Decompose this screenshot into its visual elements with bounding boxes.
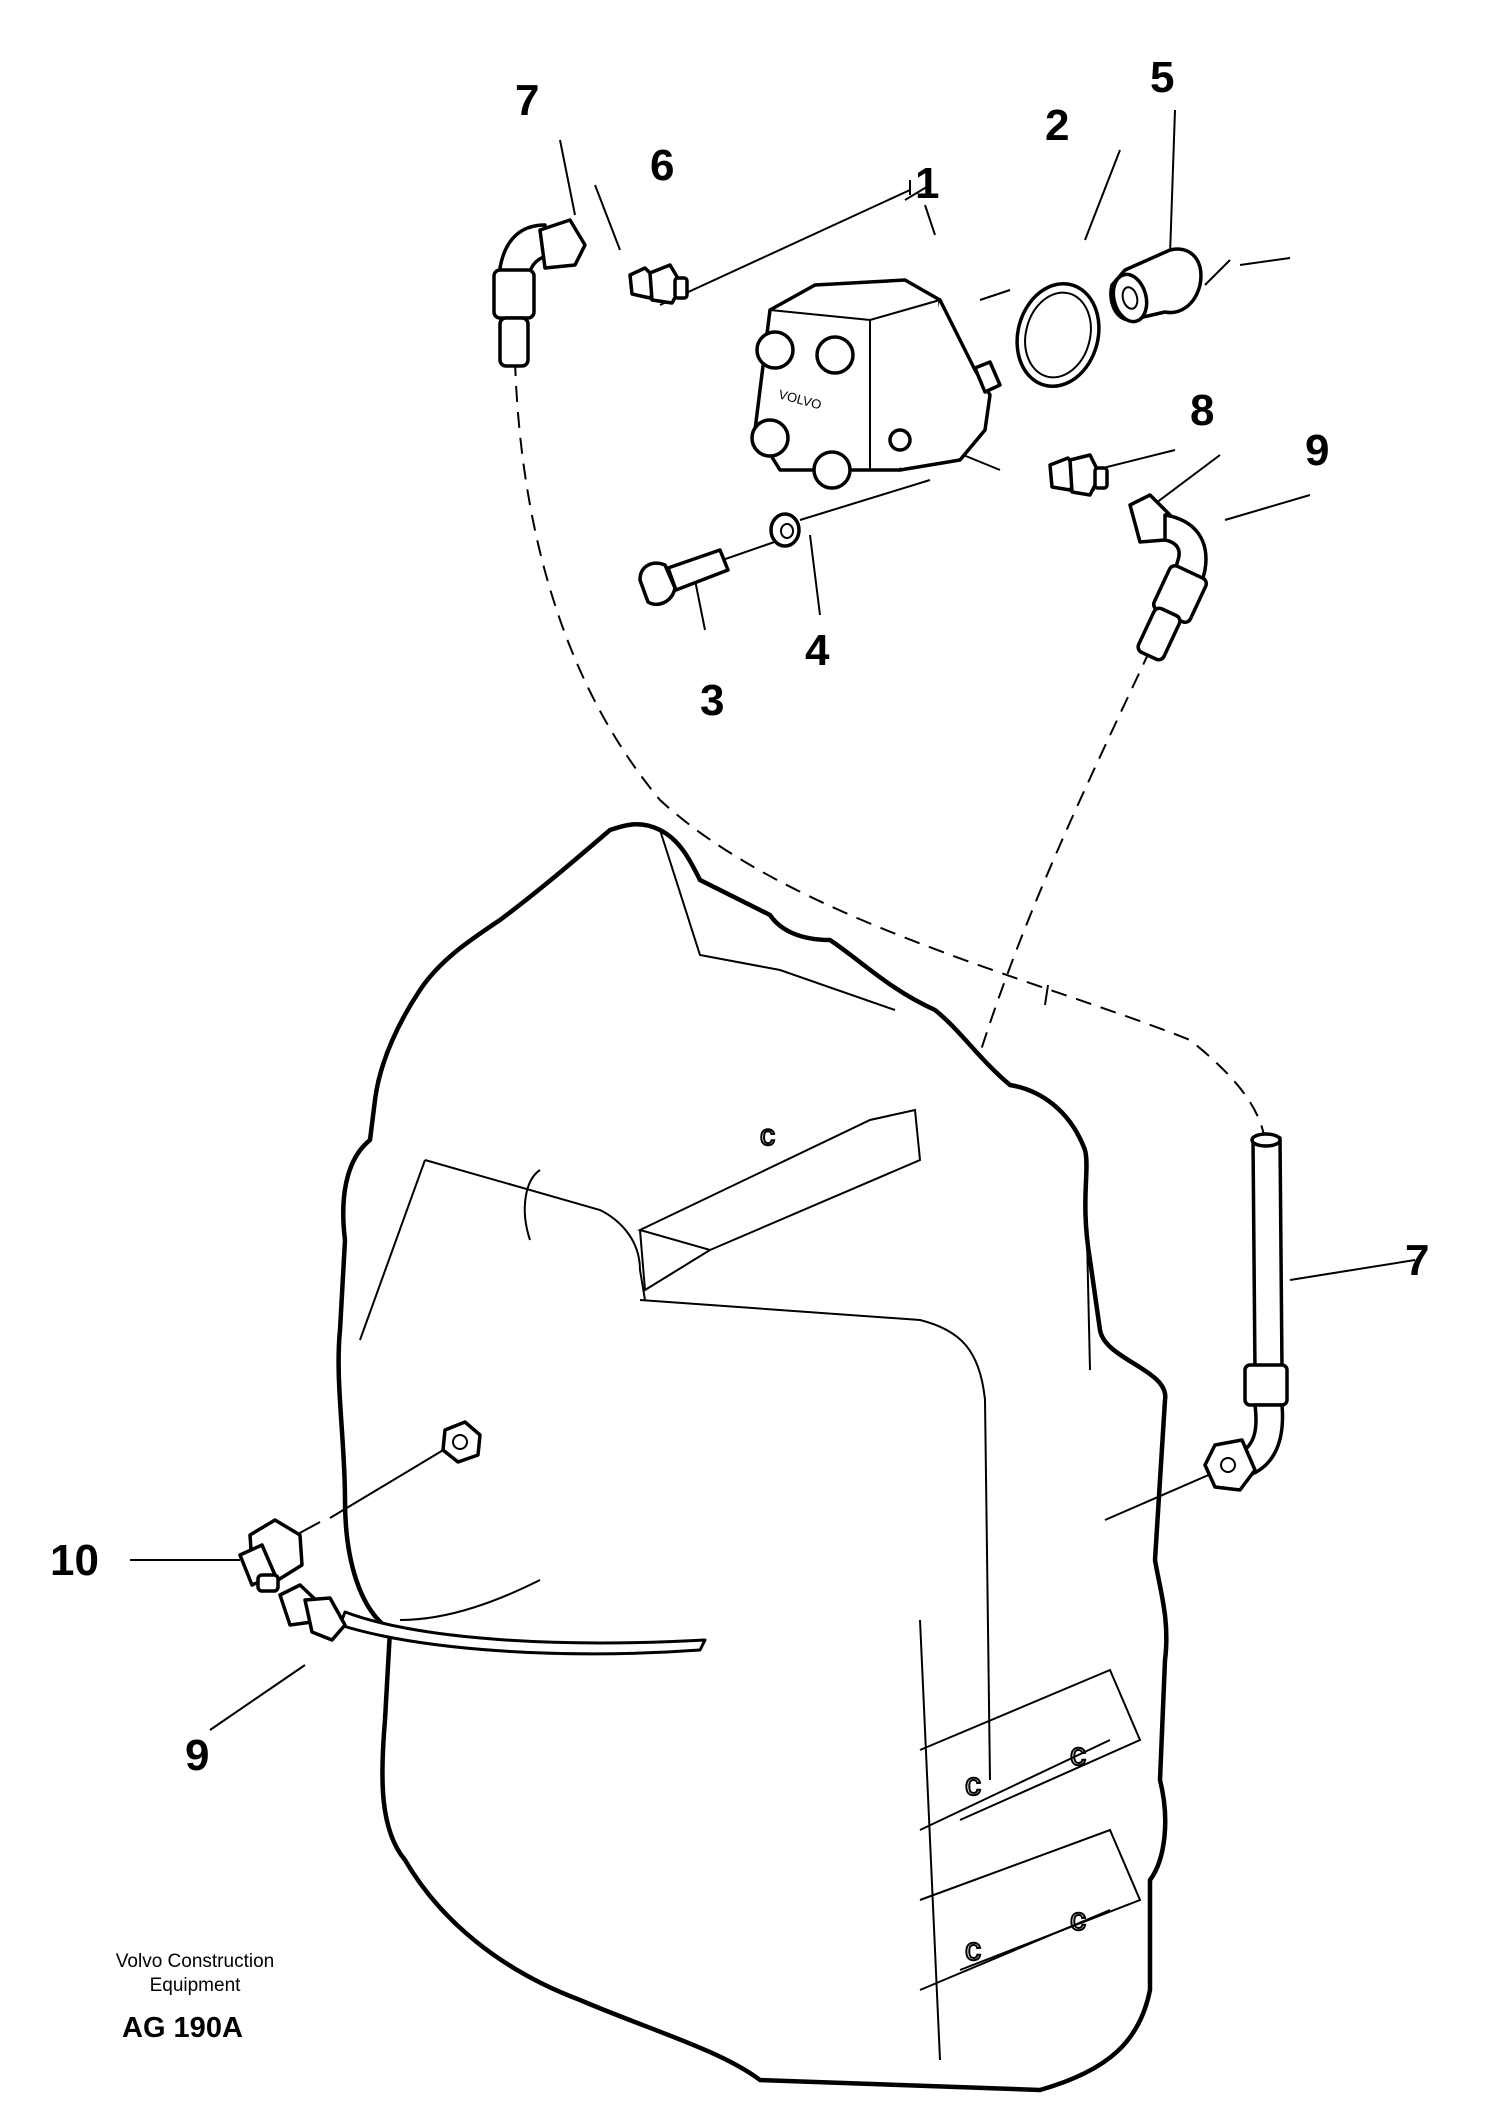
drawing-code: AG 190A — [122, 2012, 243, 2044]
callout-5: 5 — [1150, 53, 1174, 102]
o-ring — [1015, 281, 1101, 389]
callout-9-top: 9 — [1305, 426, 1329, 475]
drawing-footer: Volvo Construction Equipment AG 190A — [70, 1950, 320, 2045]
fitting-6 — [628, 263, 689, 305]
hose-route-right — [699, 649, 1151, 1651]
callout-9-lower: 9 — [185, 1731, 209, 1780]
transmission-housing: c c c c c — [336, 822, 1169, 2093]
callout-8: 8 — [1190, 386, 1214, 435]
fitting-10 — [238, 1518, 304, 1593]
bolt-3 — [638, 548, 730, 607]
callout-10: 10 — [50, 1536, 99, 1585]
housing-mark: c — [1070, 1736, 1086, 1772]
callout-2: 2 — [1045, 101, 1069, 150]
callout-6: 6 — [650, 141, 674, 190]
housing-mark: c — [1070, 1901, 1086, 1937]
brand-line-2: Equipment — [149, 1975, 241, 1996]
callout-4: 4 — [805, 626, 830, 675]
housing-outline — [336, 822, 1169, 2093]
brand-line-1: Volvo Construction — [115, 1951, 275, 1972]
callout-1: 1 — [915, 159, 939, 208]
callout-7-top: 7 — [515, 76, 539, 125]
plug-housing — [441, 1420, 482, 1464]
coupling-sleeve — [1109, 247, 1203, 324]
lower-pipe — [338, 1610, 707, 1656]
washer-4 — [769, 512, 801, 548]
elbow-fitting-right — [1128, 493, 1209, 662]
housing-mark: c — [965, 1766, 981, 1802]
fitting-8 — [1048, 453, 1109, 497]
fitting-9-lower — [278, 1583, 347, 1642]
hydraulic-pump: VOLVO — [750, 278, 1002, 490]
callout-labels: 1 2 3 4 5 6 7 7 8 9 9 10 — [50, 53, 1429, 1780]
elbow-fitting-top — [492, 218, 587, 368]
housing-mark: c — [965, 1931, 981, 1967]
pipe-right — [1203, 1132, 1289, 1492]
hose-route-left — [514, 359, 1266, 1141]
callout-3: 3 — [700, 676, 724, 725]
callout-7-right: 7 — [1405, 1236, 1429, 1285]
housing-mark: c — [760, 1119, 775, 1152]
